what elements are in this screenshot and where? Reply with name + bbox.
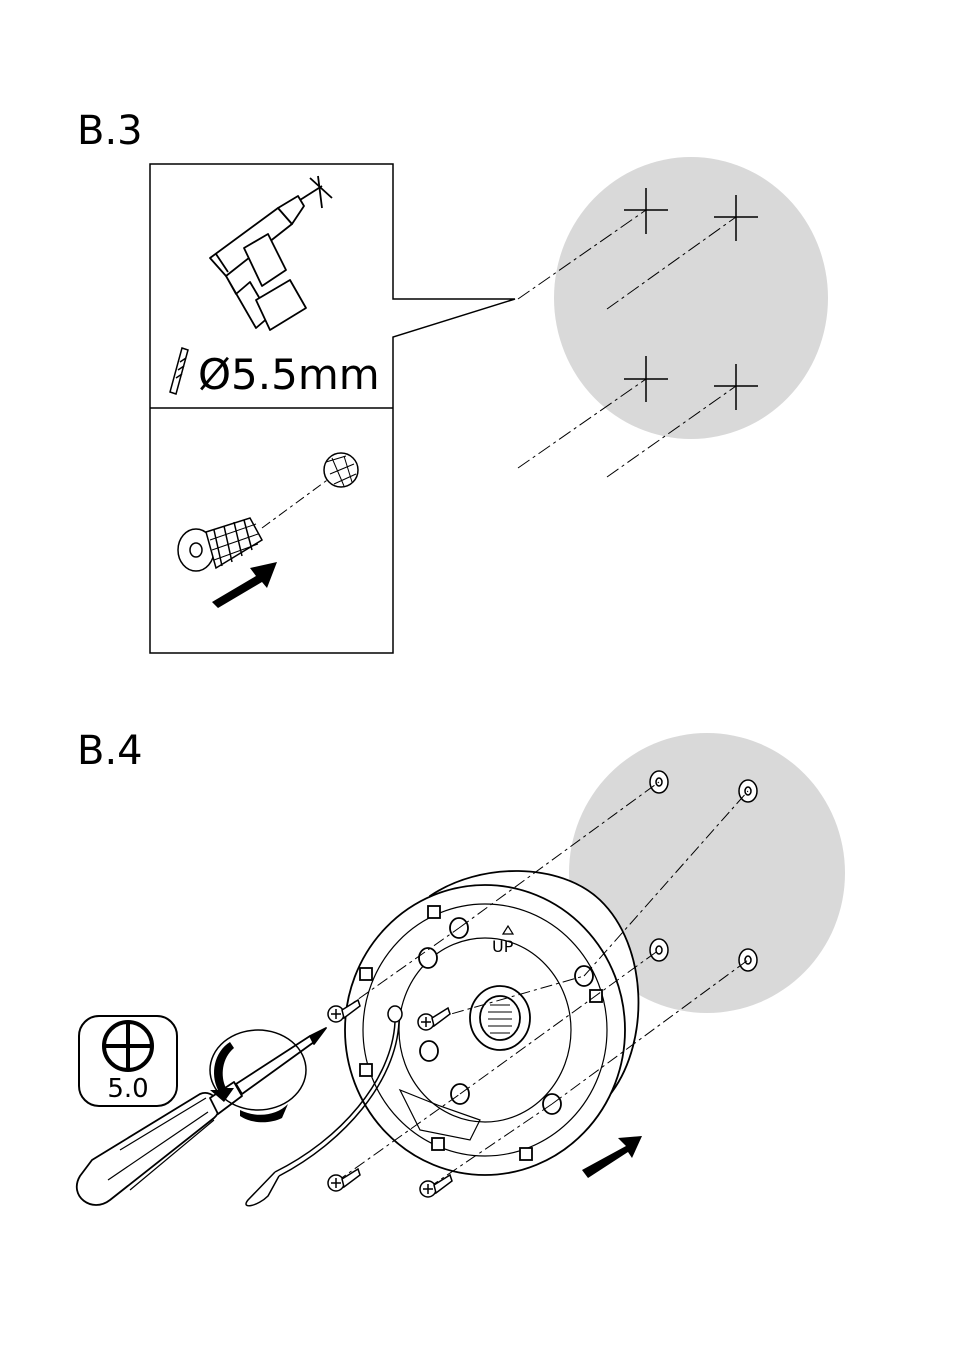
wall-area-b3 [554,157,828,439]
screw-icon [420,1175,452,1197]
push-arrow-icon [582,1136,642,1178]
screw-icon [324,453,358,487]
svg-text:UP: UP [492,937,514,956]
screw-icon [328,1169,360,1191]
screwdriver-size-label: 5.0 [79,1074,177,1104]
drill-bit-size-label: Ø5.5mm [198,350,380,400]
junction-box-icon [345,871,638,1175]
